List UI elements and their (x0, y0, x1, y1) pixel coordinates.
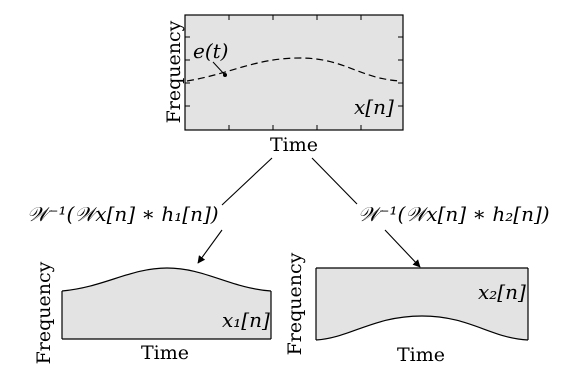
left-branch-operator-label: 𝒲⁻¹(𝒲x[n] ∗ h₁[n]) (27, 202, 219, 226)
left-plot-filled-region (62, 268, 271, 339)
top-plot-signal-label: x[n] (354, 95, 394, 119)
right-branch-line (311, 157, 358, 205)
right-branch-arrow (384, 229, 421, 268)
top-plot-dashed-curve (186, 57, 402, 82)
top-plot-curve-label: e(t) (193, 39, 228, 63)
left-plot-ylabel: Frequency (33, 261, 55, 364)
left-plot-xlabel: Time (141, 342, 189, 364)
top-plot-label-pointer (212, 61, 226, 76)
right-plot-signal-label: x₂[n] (478, 280, 526, 304)
right-plot-xlabel: Time (397, 344, 445, 365)
left-plot: x₁[n] Frequency Time (33, 261, 272, 364)
left-plot-envelope-curve (61, 267, 272, 292)
left-branch-line (221, 157, 273, 206)
right-plot-envelope-curve (315, 315, 529, 341)
top-plot: e(t) x[n] Frequency Time (163, 14, 404, 156)
right-branch-operator-label: 𝒲⁻¹(𝒲x[n] ∗ h₂[n]) (358, 202, 550, 226)
right-plot-filled-region (316, 268, 528, 340)
top-plot-xlabel: Time (270, 134, 318, 156)
right-plot: x₂[n] Frequency Time (284, 252, 529, 365)
top-plot-ylabel: Frequency (163, 20, 185, 123)
right-plot-ylabel: Frequency (284, 252, 306, 355)
top-plot-curve-point (223, 73, 227, 77)
left-branch-arrow (197, 229, 223, 264)
branch-connectors (197, 157, 421, 268)
top-plot-ticks (185, 15, 403, 130)
left-plot-signal-label: x₁[n] (222, 308, 270, 332)
